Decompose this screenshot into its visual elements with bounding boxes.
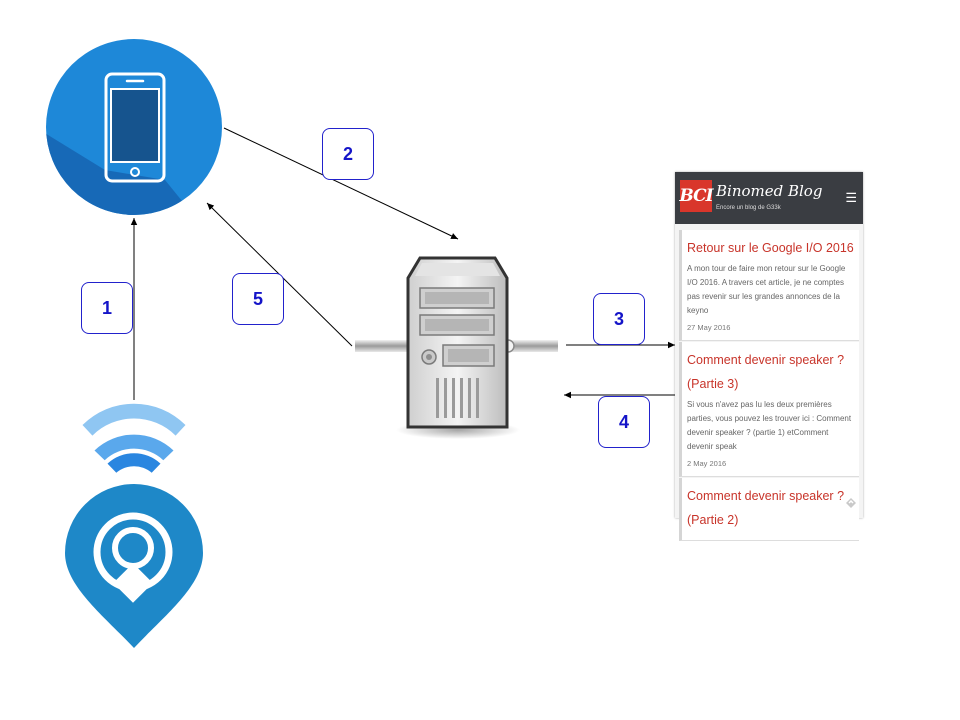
post-excerpt: A mon tour de faire mon retour sur le Go…	[687, 264, 846, 315]
blog-screenshot: BCI Binomed Blog Encore un blog de G33k …	[675, 172, 863, 541]
blog-post-list: Retour sur le Google I/O 2016 A mon tour…	[675, 224, 863, 541]
post-title[interactable]: Comment devenir speaker ? (Partie 3)	[687, 353, 845, 391]
step-label-2: 2	[322, 128, 374, 180]
post-title[interactable]: Comment devenir speaker ? (Partie 2)	[687, 489, 845, 527]
blog-title: Binomed Blog	[716, 182, 823, 200]
blog-post[interactable]: Retour sur le Google I/O 2016 A mon tour…	[679, 230, 859, 341]
post-excerpt: Si vous n'avez pas lu les deux premières…	[687, 400, 852, 451]
blog-tagline: Encore un blog de G33k	[716, 205, 781, 211]
arrow-2-phone-to-server	[223, 127, 459, 240]
blog-header: BCI Binomed Blog Encore un blog de G33k …	[675, 172, 863, 224]
step-label-4: 4	[598, 396, 650, 448]
blog-logo: BCI	[679, 180, 714, 212]
post-date: 2 May 2016	[687, 459, 727, 468]
hamburger-menu-icon[interactable]: ☰	[845, 190, 857, 205]
step-label-3: 3	[593, 293, 645, 345]
wifi-signal-icon	[82, 403, 186, 473]
server-icon	[355, 256, 558, 439]
post-date: 27 May 2016	[687, 323, 731, 332]
scroll-to-top-icon[interactable]	[844, 496, 858, 510]
blog-post[interactable]: Comment devenir speaker ? (Partie 3) Si …	[679, 342, 859, 477]
beacon-icon	[65, 484, 203, 648]
step-label-5: 5	[232, 273, 284, 325]
smartphone-icon	[46, 39, 222, 215]
blog-post[interactable]: Comment devenir speaker ? (Partie 2)	[679, 478, 859, 541]
step-label-1: 1	[81, 282, 133, 334]
post-title[interactable]: Retour sur le Google I/O 2016	[687, 241, 854, 255]
